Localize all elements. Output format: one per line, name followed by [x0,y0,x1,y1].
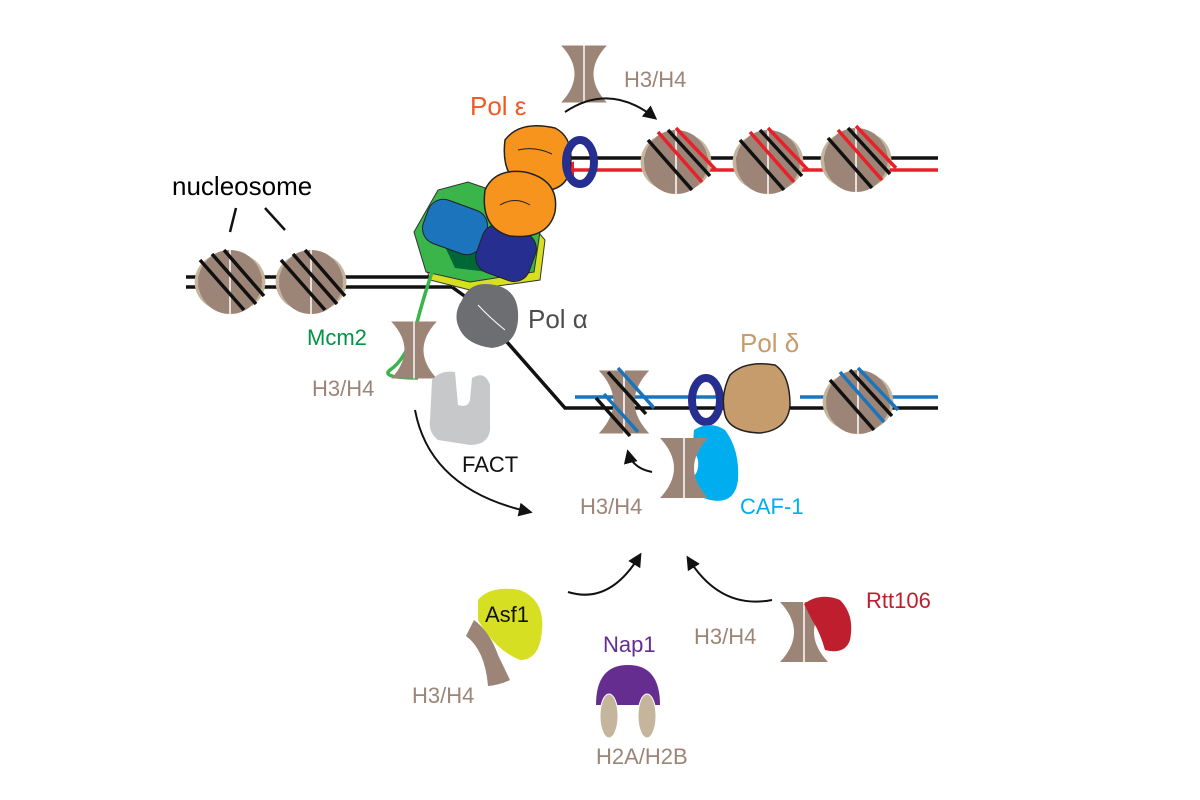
rtt106-arrow [686,555,773,603]
rtt106-label: Rtt106 [866,588,931,613]
leading-nucleosome-1 [639,126,718,195]
nap1-label: Nap1 [603,632,656,657]
nucleosome-pointer-2 [264,207,286,231]
h2ah2b-label: H2A/H2B [596,744,688,769]
h3h4-center-label: H3/H4 [580,494,642,519]
h3h4-mcm2 [390,320,438,380]
pol-delta [722,363,791,434]
h3h4-rtt106-label: H3/H4 [694,624,756,649]
pol-alpha [456,284,519,348]
leading-nucleosome-2 [731,126,810,195]
pol-epsilon [483,125,572,238]
h3h4-top [560,44,608,104]
fact-label: FACT [462,452,518,477]
asf1-arrow [567,552,642,596]
pcna-leading [562,136,598,188]
fact-arrow [414,409,533,517]
nucleosome-label: nucleosome [172,171,312,201]
lagging-nucleosome-partial [594,366,656,438]
pcna-lagging [688,374,724,426]
lagging-nucleosome-full [821,366,900,435]
pol-delta-label: Pol δ [740,328,799,358]
mcm2-label: Mcm2 [307,325,367,350]
h3h4-mcm2-label: H3/H4 [312,376,374,401]
h3h4-asf1-label: H3/H4 [412,683,474,708]
fact [429,371,490,445]
asf1-label: Asf1 [485,602,529,627]
leading-deposit-arrow [564,97,658,120]
asf1 [478,588,543,660]
h3h4-asf1 [466,620,510,686]
parental-nucleosome-2 [274,248,348,315]
pol-alpha-label: Pol α [528,304,588,334]
parental-nucleosome-1 [193,248,267,315]
h2a-h2b-1 [599,693,619,739]
h2a-h2b-2 [637,693,657,739]
leading-nucleosome-3 [819,124,898,193]
caf1-label: CAF-1 [740,494,804,519]
rtt106 [804,596,852,652]
h3h4-top-label: H3/H4 [624,67,686,92]
nucleosome-pointer-1 [228,207,238,233]
pol-epsilon-label: Pol ε [470,91,527,121]
caf1-deposit-arrow [623,449,653,473]
